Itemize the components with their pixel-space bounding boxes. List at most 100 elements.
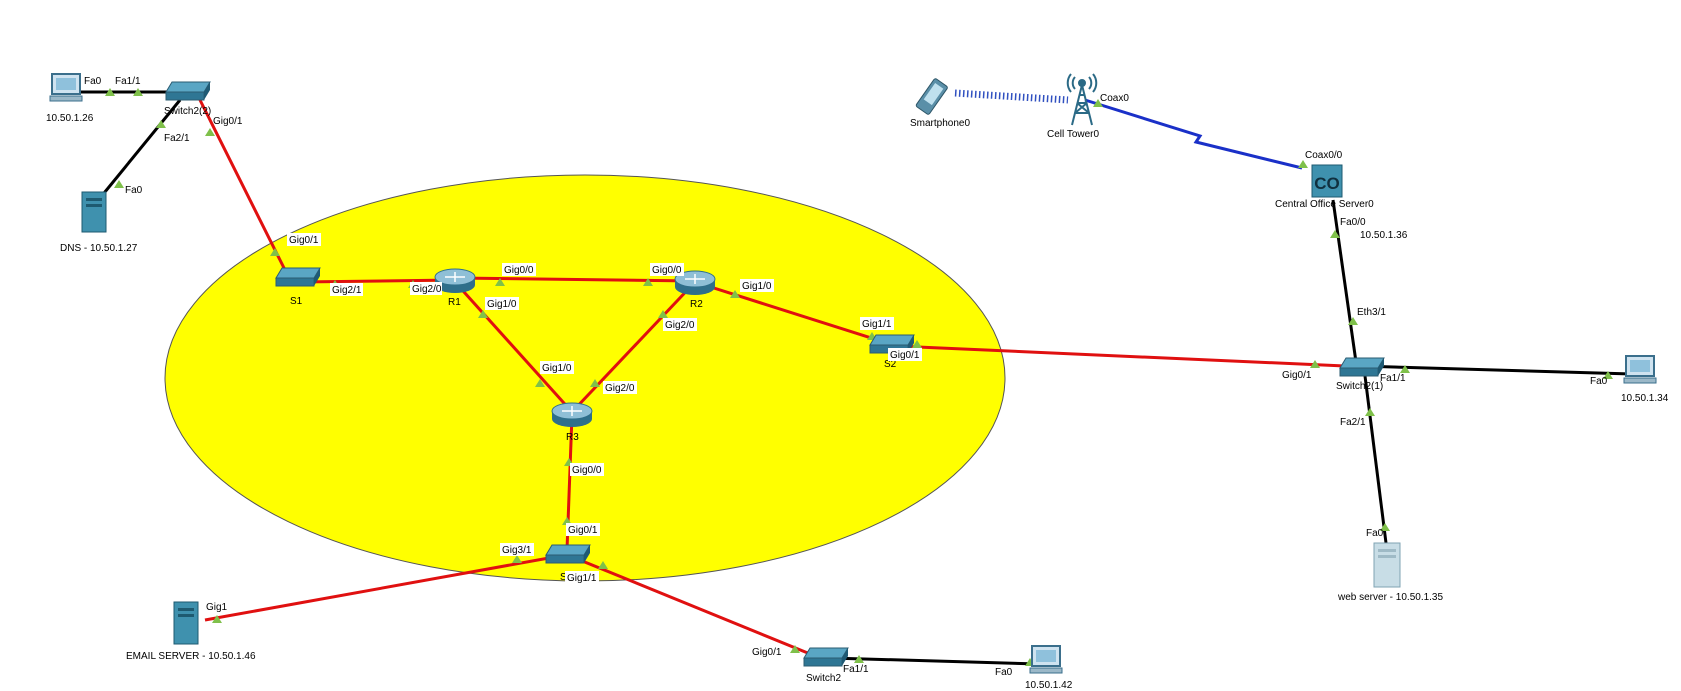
link-r2-r3[interactable] xyxy=(570,280,697,414)
link-s1-r1[interactable] xyxy=(299,278,456,284)
pc-bottom-label: 10.50.1.42 xyxy=(1025,680,1073,691)
email-server-label: EMAIL SERVER - 10.50.1.46 xyxy=(126,651,256,662)
r3-label: R3 xyxy=(566,432,579,443)
router-icon xyxy=(551,402,593,427)
router-icon xyxy=(434,268,476,293)
s2-label: S2 xyxy=(884,359,897,370)
link-r2-s2[interactable] xyxy=(694,280,891,346)
smartphone[interactable] xyxy=(915,78,948,115)
switch-bottom-label: Switch2 xyxy=(806,673,841,684)
port-label: Gig0/1 xyxy=(213,116,243,127)
port-label: Fa1/1 xyxy=(1380,373,1406,384)
links xyxy=(75,89,1633,666)
dns-server-label: DNS - 10.50.1.27 xyxy=(60,243,138,254)
switch-top[interactable] xyxy=(165,81,211,101)
port-label: Gig2/0 xyxy=(605,383,635,394)
port-label: Fa0 xyxy=(1590,376,1608,387)
port-label: Fa2/1 xyxy=(164,133,190,144)
port-label: Gig0/1 xyxy=(289,235,319,246)
router-r2[interactable] xyxy=(674,270,716,295)
port-label: Gig0/1 xyxy=(890,350,920,361)
switch-bottom[interactable] xyxy=(803,647,849,667)
pc-bottom[interactable] xyxy=(1029,645,1063,674)
co-ip-label: 10.50.1.36 xyxy=(1360,230,1408,241)
port-label: Fa0/0 xyxy=(1340,217,1366,228)
server-icon xyxy=(81,191,107,233)
port-label: Gig0/1 xyxy=(752,647,782,658)
port-label: Gig1/1 xyxy=(862,319,892,330)
server-icon xyxy=(1373,542,1401,588)
router-icon xyxy=(674,270,716,295)
link-switch-top-s1[interactable] xyxy=(198,99,290,277)
central-office-server[interactable]: CO xyxy=(1311,164,1343,198)
port-label: Gig0/0 xyxy=(504,265,534,276)
cell-tower-label: Cell Tower0 xyxy=(1047,129,1099,140)
port-label: Fa0 xyxy=(84,76,102,87)
switch-icon xyxy=(165,81,211,101)
port-label: Gig2/1 xyxy=(332,285,362,296)
switch-s1[interactable] xyxy=(275,267,321,287)
email-server[interactable] xyxy=(173,601,199,645)
link-dns-switch-top[interactable] xyxy=(98,99,182,199)
router-r3[interactable] xyxy=(551,402,593,427)
port-label: Gig0/0 xyxy=(572,465,602,476)
port-label: Gig1/0 xyxy=(487,299,517,310)
pc-icon xyxy=(1623,355,1657,384)
port-label: Gig2/0 xyxy=(665,320,695,331)
switch-right-label: Switch2(1) xyxy=(1336,381,1383,392)
port-label: Fa1/1 xyxy=(115,76,141,87)
port-label: Gig0/1 xyxy=(568,525,598,536)
smartphone-icon xyxy=(915,78,948,115)
link-r1-r2[interactable] xyxy=(454,276,696,283)
port-label: Fa0 xyxy=(1366,528,1384,539)
link-r1-r3[interactable] xyxy=(453,280,574,414)
smartphone-label: Smartphone0 xyxy=(910,118,970,129)
switch-right[interactable] xyxy=(1339,357,1385,377)
port-label: Gig1/0 xyxy=(542,363,572,374)
pc-top-left-label: 10.50.1.26 xyxy=(46,113,94,124)
server-icon xyxy=(173,601,199,645)
link-co-switch-right[interactable] xyxy=(1331,199,1358,363)
port-label-backgrounds xyxy=(287,233,922,584)
port-label: Gig0/0 xyxy=(652,265,682,276)
switch-icon xyxy=(803,647,849,667)
switch-icon xyxy=(275,267,321,287)
switch-s3[interactable] xyxy=(545,544,591,564)
port-label: Fa2/1 xyxy=(1340,417,1366,428)
port-label: Gig1/1 xyxy=(567,573,597,584)
link-s3-switch-bottom[interactable] xyxy=(569,554,821,660)
pc-right[interactable] xyxy=(1623,355,1657,384)
device-labels: 10.50.1.26 Switch2(2) DNS - 10.50.1.27 S… xyxy=(46,106,1669,691)
port-label: Gig3/1 xyxy=(502,545,532,556)
link-switch-bottom-pc[interactable] xyxy=(829,656,1041,666)
port-labels: Fa0 Fa1/1 Fa2/1 Fa0 Gig0/1 Gig0/1 Gig2/1… xyxy=(84,76,1608,678)
pc-top-left[interactable] xyxy=(49,73,83,102)
link-phone-tower-wireless[interactable] xyxy=(954,89,1069,104)
central-office-label: Central Office Server0 xyxy=(1275,199,1374,210)
pc-icon xyxy=(49,73,83,102)
pc-icon xyxy=(1029,645,1063,674)
web-server[interactable] xyxy=(1373,542,1401,588)
port-label: Gig1 xyxy=(206,602,228,613)
pc-right-label: 10.50.1.34 xyxy=(1621,393,1669,404)
switch-top-label: Switch2(2) xyxy=(164,106,211,117)
link-tower-co-coax[interactable] xyxy=(1084,98,1303,170)
port-label: Coax0/0 xyxy=(1305,150,1343,161)
port-label: Fa0 xyxy=(995,667,1013,678)
port-markers xyxy=(105,88,1613,666)
port-label: Gig2/0 xyxy=(412,284,442,295)
router-r1[interactable] xyxy=(434,268,476,293)
link-s3-email[interactable] xyxy=(204,554,561,622)
port-label: Eth3/1 xyxy=(1357,307,1386,318)
port-label: Fa1/1 xyxy=(843,664,869,675)
central-office-icon: CO xyxy=(1311,164,1343,198)
dns-server[interactable] xyxy=(81,191,107,233)
port-label: Fa0 xyxy=(125,185,143,196)
r2-label: R2 xyxy=(690,299,703,310)
link-s2-switch-right[interactable] xyxy=(894,344,1346,368)
central-office-glyph: CO xyxy=(1314,174,1340,193)
cell-tower[interactable] xyxy=(1066,73,1098,126)
web-server-label: web server - 10.50.1.35 xyxy=(1337,592,1443,603)
link-switch-right-web[interactable] xyxy=(1362,367,1388,544)
